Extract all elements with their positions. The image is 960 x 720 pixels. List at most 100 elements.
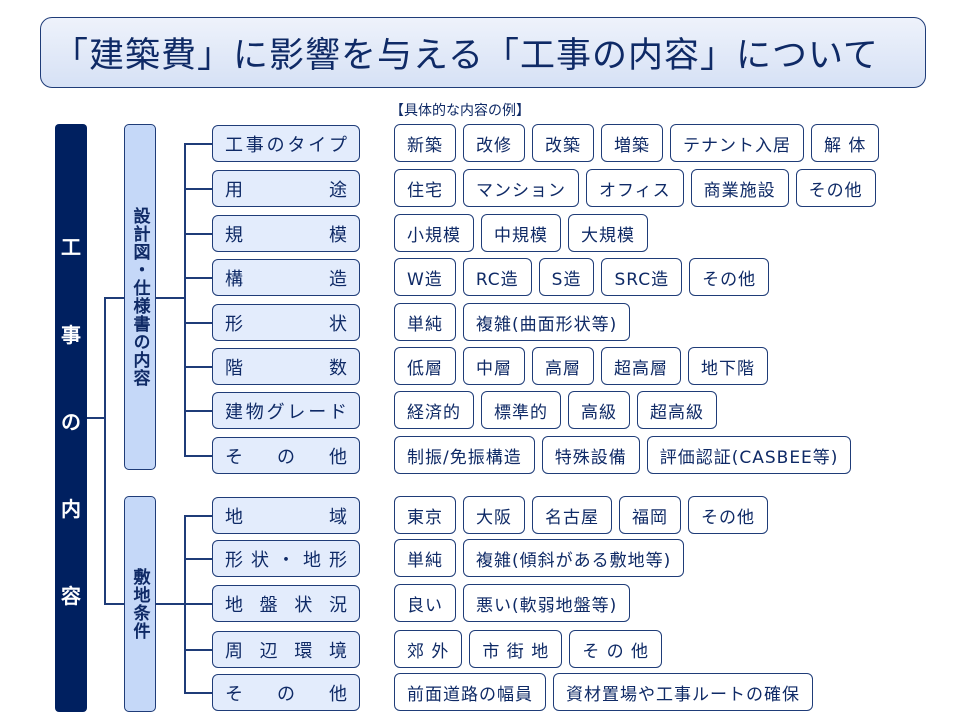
category-item: 建物グレード [212, 392, 360, 429]
main-label-char: 容 [61, 584, 81, 608]
example-tag: その他 [689, 258, 770, 296]
connector-line [184, 143, 186, 456]
connector-line [104, 603, 124, 605]
connector-line [184, 649, 212, 651]
connector-line [155, 297, 185, 299]
example-tag: 郊 外 [394, 630, 463, 668]
example-tag: その他 [688, 496, 768, 534]
category-label: 階数 [225, 357, 347, 379]
example-tag: 高層 [532, 347, 594, 385]
category-label: 形状 [225, 313, 347, 335]
category-item: 地域 [212, 497, 360, 534]
example-tag: 改築 [532, 124, 594, 162]
example-tag: 複雑(曲面形状等) [463, 303, 631, 341]
example-tag: W造 [394, 258, 456, 296]
example-tag: 中規模 [481, 214, 561, 252]
connector-line [184, 143, 212, 145]
category-item: その他 [212, 437, 360, 474]
example-tags: 前面道路の幅員資材置場や工事ルートの確保 [394, 673, 813, 711]
example-tag: 新築 [394, 124, 456, 162]
example-tag: そ の 他 [569, 630, 663, 668]
example-tag: 改修 [463, 124, 525, 162]
main-label-char: 事 [61, 323, 81, 347]
category-label: 規模 [225, 224, 347, 246]
category-item: 階数 [212, 348, 360, 385]
connector-line [104, 297, 106, 604]
connector-line [184, 277, 212, 279]
example-tag: 経済的 [394, 391, 474, 429]
category-label: その他 [225, 446, 347, 468]
example-tags: 制振/免振構造特殊設備評価認証(CASBEE等) [394, 436, 852, 474]
group-design-specs: 設計図・仕様書の内容 [124, 124, 156, 470]
example-tag: マンション [463, 169, 579, 207]
example-tag: 超高級 [637, 391, 717, 429]
examples-heading: 【具体的な内容の例】 [390, 103, 530, 119]
category-label: 工事のタイプ [225, 134, 347, 156]
example-tag: 地下階 [688, 347, 768, 385]
category-label: 用途 [225, 179, 347, 201]
category-item: 用途 [212, 170, 360, 207]
main-label-char: 内 [61, 497, 81, 521]
example-tag: 大規模 [568, 214, 648, 252]
connector-line [184, 603, 212, 605]
connector-line [184, 188, 212, 190]
example-tag: オフィス [586, 169, 684, 207]
category-item: 構造 [212, 259, 360, 296]
category-label: 地盤状況 [225, 594, 347, 616]
category-item: 規模 [212, 215, 360, 252]
example-tags: 小規模中規模大規模 [394, 214, 648, 252]
connector-line [87, 417, 105, 419]
example-tag: 超高層 [601, 347, 681, 385]
group-site-conditions: 敷地条件 [124, 496, 156, 712]
group-label: 敷地条件 [129, 568, 150, 640]
category-label: 構造 [225, 268, 347, 290]
example-tags: 新築改修改築増築テナント入居解 体 [394, 124, 880, 162]
connector-line [184, 410, 212, 412]
connector-line [184, 558, 212, 560]
example-tags: 低層中層高層超高層地下階 [394, 347, 768, 385]
main-category-bar: 工事の内容 [55, 124, 87, 712]
example-tags: 単純複雑(曲面形状等) [394, 303, 631, 341]
example-tag: 良い [394, 584, 456, 622]
example-tag: 住宅 [394, 169, 456, 207]
example-tag: 悪い(軟弱地盤等) [463, 584, 631, 622]
category-label: 地域 [225, 506, 347, 528]
example-tags: 郊 外市 街 地そ の 他 [394, 630, 663, 668]
example-tag: テナント入居 [670, 124, 804, 162]
example-tags: 東京大阪名古屋福岡その他 [394, 496, 768, 534]
title-box: 「建築費」に影響を与える「工事の内容」について [40, 17, 926, 88]
main-label-char: の [61, 410, 81, 434]
example-tag: 資材置場や工事ルートの確保 [553, 673, 813, 711]
connector-line [184, 322, 212, 324]
example-tag: 評価認証(CASBEE等) [646, 436, 852, 474]
example-tags: 経済的標準的高級超高級 [394, 391, 717, 429]
example-tag: 解 体 [811, 124, 880, 162]
example-tag: その他 [795, 169, 876, 207]
example-tag: 福岡 [619, 496, 681, 534]
example-tag: 単純 [394, 539, 456, 577]
example-tags: 単純複雑(傾斜がある敷地等) [394, 539, 685, 577]
example-tag: 制振/免振構造 [394, 436, 535, 474]
group-label: 設計図・仕様書の内容 [129, 207, 150, 387]
connector-line [184, 692, 212, 694]
example-tag: 特殊設備 [541, 436, 640, 474]
category-item: 形状・地形 [212, 540, 360, 577]
page-title: 「建築費」に影響を与える「工事の内容」について [53, 36, 879, 76]
example-tag: 名古屋 [532, 496, 612, 534]
example-tag: RC造 [462, 258, 532, 296]
example-tag: 東京 [394, 496, 456, 534]
main-label-char: 工 [61, 235, 81, 259]
example-tag: S造 [538, 258, 595, 296]
example-tag: 商業施設 [690, 169, 789, 207]
example-tag: 小規模 [394, 214, 474, 252]
category-item: 地盤状況 [212, 585, 360, 622]
example-tags: 住宅マンションオフィス商業施設その他 [394, 169, 876, 207]
example-tag: 前面道路の幅員 [394, 673, 546, 711]
example-tag: 中層 [463, 347, 525, 385]
example-tag: 単純 [394, 303, 456, 341]
example-tag: 増築 [601, 124, 663, 162]
category-label: その他 [225, 683, 347, 705]
example-tag: 標準的 [481, 391, 561, 429]
example-tag: 高級 [568, 391, 630, 429]
